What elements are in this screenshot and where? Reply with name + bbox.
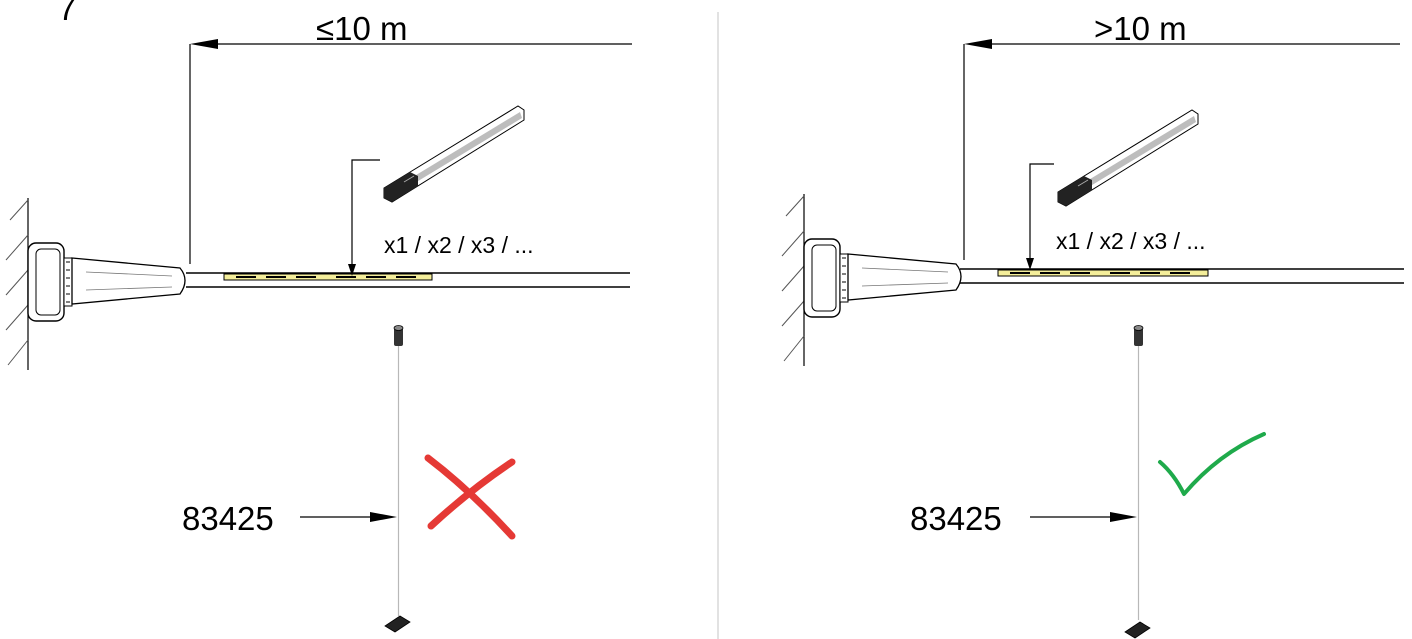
led-strip-segment xyxy=(997,269,1209,277)
strip-leader-line xyxy=(1029,163,1054,262)
multiplier-label: x1 / x2 / x3 / ... xyxy=(1056,228,1206,254)
right-panel: >10 m x1 / x2 / x3 / ... 83425 xyxy=(781,10,1404,639)
cross-icon xyxy=(424,454,516,540)
part-number-label: 83425 xyxy=(182,500,274,537)
check-icon xyxy=(1158,432,1266,496)
bottom-clip-icon xyxy=(1124,621,1151,639)
part-leader-arrowhead xyxy=(1110,512,1137,522)
part-number-label: 83425 xyxy=(910,500,1002,537)
dimension-arrowhead xyxy=(964,39,992,49)
led-strip-segment xyxy=(223,273,433,281)
step-number: 7 xyxy=(58,0,76,27)
strip-leader-line xyxy=(351,159,380,268)
wall-connector xyxy=(5,197,186,371)
distance-label: ≤10 m xyxy=(316,10,407,47)
led-strip-icon xyxy=(383,105,525,203)
led-strip-icon xyxy=(1057,109,1199,207)
strip-leader-arrowhead xyxy=(348,264,356,276)
strip-leader-arrowhead xyxy=(1026,258,1034,270)
top-clip-icon xyxy=(1133,325,1144,347)
dimension-arrowhead xyxy=(190,39,218,49)
multiplier-label: x1 / x2 / x3 / ... xyxy=(384,232,534,258)
bottom-clip-icon xyxy=(384,615,411,633)
part-leader-arrowhead xyxy=(370,512,397,522)
distance-label: >10 m xyxy=(1094,10,1187,47)
top-clip-icon xyxy=(393,325,404,347)
left-panel: ≤10 m x1 / x2 / x3 / ... 83425 xyxy=(5,10,632,633)
wall-connector xyxy=(781,193,962,367)
